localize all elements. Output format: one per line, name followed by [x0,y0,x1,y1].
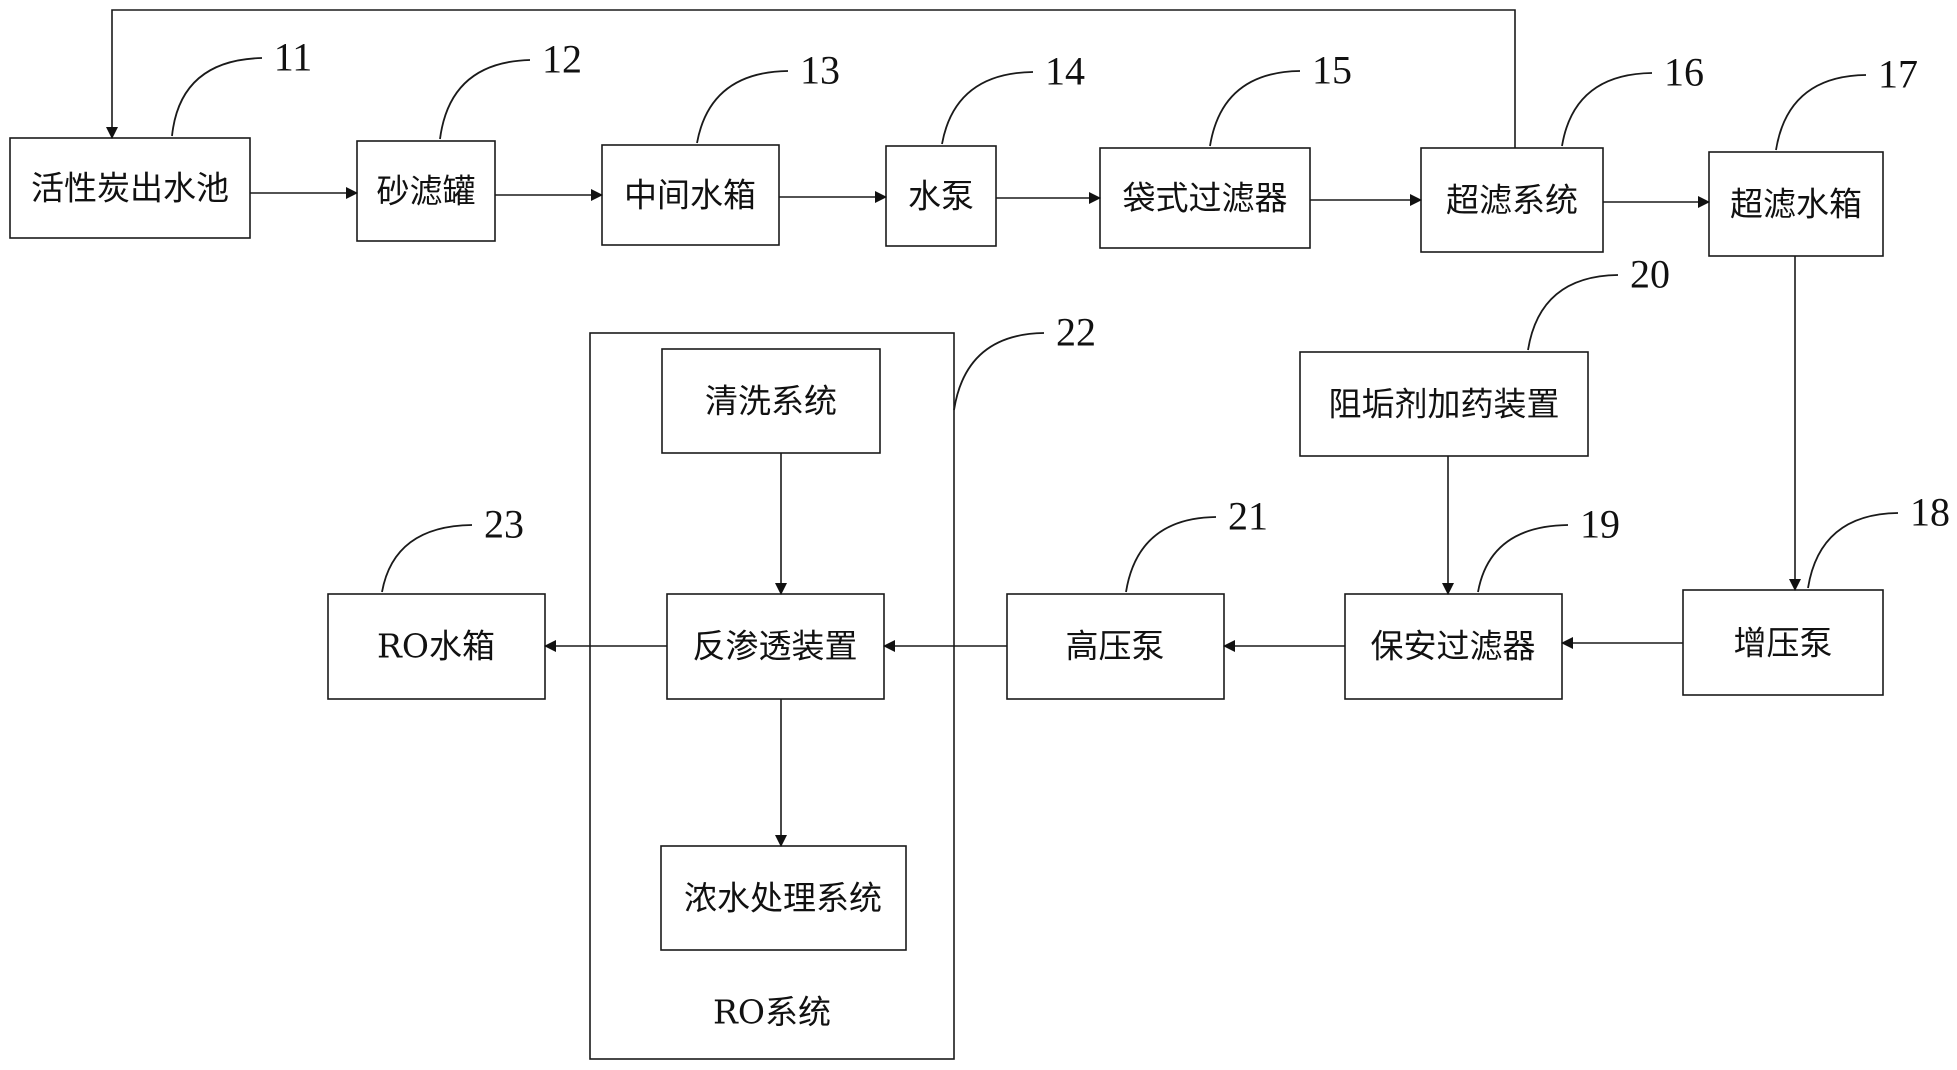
node-high-pressure-pump: 高压泵 [1006,593,1225,700]
node-label: 袋式过滤器 [1123,179,1288,218]
node-ro-tank: RO水箱 [327,593,546,700]
node-label: 增压泵 [1734,624,1833,663]
node-water-pump: 水泵 [885,145,997,247]
node-label: 浓水处理系统 [684,879,882,918]
leader-line [1477,524,1569,593]
ref-number: 17 [1878,52,1918,97]
node-cleaning-system: 清洗系统 [661,348,881,454]
node-label: 超滤系统 [1446,181,1578,220]
node-sand-filter-tank: 砂滤罐 [356,140,496,242]
node-label: 活性炭出水池 [31,169,229,208]
node-ro-system: RO系统 [589,332,955,1060]
node-label: 砂滤罐 [377,172,476,211]
ref-number: 15 [1312,48,1352,93]
node-label: 保安过滤器 [1371,627,1536,666]
ref-number: 16 [1664,50,1704,95]
leader-line [696,70,789,144]
node-activated-carbon-pool: 活性炭出水池 [9,137,251,239]
ref-number: 12 [542,37,582,82]
ref-number: 11 [274,35,313,80]
node-label: 反渗透装置 [693,627,858,666]
ref-number: 22 [1056,310,1096,355]
recycle-loop-arrow [106,9,1516,148]
node-booster-pump: 增压泵 [1682,589,1884,696]
node-label: 清洗系统 [705,382,837,421]
node-label: 水泵 [908,177,974,216]
flow-connectors [106,9,1801,847]
leader-line [1561,72,1653,147]
leader-line [1775,74,1867,151]
leader-line [439,59,531,140]
leader-line [953,332,1045,411]
node-label: RO水箱 [377,627,495,666]
leader-line [1125,516,1217,593]
reference-callouts: 11 12 13 14 15 16 17 20 22 18 19 21 23 [171,35,1950,593]
ref-number: 20 [1630,252,1670,297]
leader-line [1807,512,1899,589]
node-uf-system: 超滤系统 [1420,147,1604,253]
ref-number: 14 [1045,49,1085,94]
ref-number: 19 [1580,502,1620,547]
leader-line [1527,274,1619,351]
ref-number: 13 [800,48,840,93]
node-intermediate-tank: 中间水箱 [601,144,780,246]
node-label: 高压泵 [1066,627,1165,666]
ref-number: 18 [1910,490,1950,535]
ref-number: 21 [1228,494,1268,539]
node-security-filter: 保安过滤器 [1344,593,1563,700]
node-antiscalant-dosing: 阻垢剂加药装置 [1299,351,1589,457]
node-concentrate-treatment: 浓水处理系统 [660,845,907,951]
node-bag-filter: 袋式过滤器 [1099,147,1311,249]
node-label: 超滤水箱 [1730,185,1862,224]
leader-line [941,71,1034,145]
node-reverse-osmosis-device: 反渗透装置 [666,593,885,700]
node-label: RO系统 [713,993,831,1032]
node-uf-tank: 超滤水箱 [1708,151,1884,257]
leader-line [381,524,473,593]
leader-line [171,57,263,137]
node-label: 阻垢剂加药装置 [1329,385,1560,424]
node-label: 中间水箱 [624,176,756,215]
leader-line [1209,70,1301,147]
ref-number: 23 [484,502,524,547]
